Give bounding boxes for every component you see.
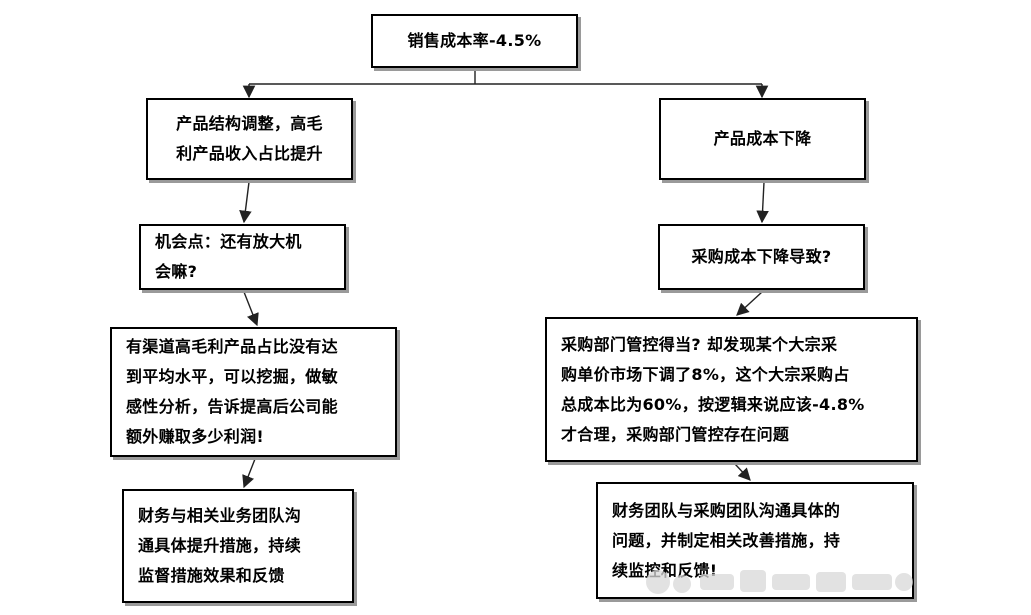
node-action-left-label: 财务与相关业务团队沟 通具体提升措施，持续 监督措施效果和反馈 bbox=[138, 506, 302, 585]
node-opportunity: 机会点：还有放大机 会嘛? bbox=[139, 224, 346, 290]
node-action-left: 财务与相关业务团队沟 通具体提升措施，持续 监督措施效果和反馈 bbox=[122, 489, 354, 603]
node-purchase-cost-decline: 采购成本下降导致? bbox=[658, 224, 865, 290]
node-purchase-cost-decline-label: 采购成本下降导致? bbox=[691, 247, 832, 266]
node-sales-cost-ratio: 销售成本率-4.5% bbox=[371, 14, 578, 68]
connector-gap-to-actl bbox=[242, 458, 256, 489]
connector-purch-to-dept bbox=[736, 291, 763, 316]
node-opportunity-label: 机会点：还有放大机 会嘛? bbox=[155, 232, 302, 281]
node-procurement-department: 采购部门管控得当? 却发现某个大宗采 购单价市场下调了8%，这个大宗采购占 总成… bbox=[545, 317, 918, 462]
node-channel-gap: 有渠道高毛利产品占比没有达 到平均水平，可以挖掘，做敏 感性分析，告诉提高后公司… bbox=[110, 327, 397, 457]
node-channel-gap-label: 有渠道高毛利产品占比没有达 到平均水平，可以挖掘，做敏 感性分析，告诉提高后公司… bbox=[126, 337, 338, 446]
watermark-blur bbox=[646, 570, 913, 594]
connector-dept-to-actr bbox=[734, 463, 751, 481]
node-sales-cost-ratio-label: 销售成本率-4.5% bbox=[407, 31, 542, 50]
node-action-right-label: 财务团队与采购团队沟通具体的 问题，并制定相关改善措施，持 续监控和反馈! bbox=[612, 500, 841, 580]
connector-opp-to-gap bbox=[243, 291, 259, 327]
node-procurement-department-label: 采购部门管控得当? 却发现某个大宗采 购单价市场下调了8%，这个大宗采购占 总成… bbox=[561, 334, 865, 444]
connector-mix-to-opp bbox=[239, 181, 252, 224]
node-product-mix-adjustment: 产品结构调整，高毛 利产品收入占比提升 bbox=[146, 98, 353, 180]
connector-cost-to-purch bbox=[756, 181, 769, 224]
node-product-mix-adjustment-label: 产品结构调整，高毛 利产品收入占比提升 bbox=[176, 114, 323, 163]
node-product-cost-decline-label: 产品成本下降 bbox=[713, 129, 812, 148]
node-product-cost-decline: 产品成本下降 bbox=[659, 98, 866, 180]
